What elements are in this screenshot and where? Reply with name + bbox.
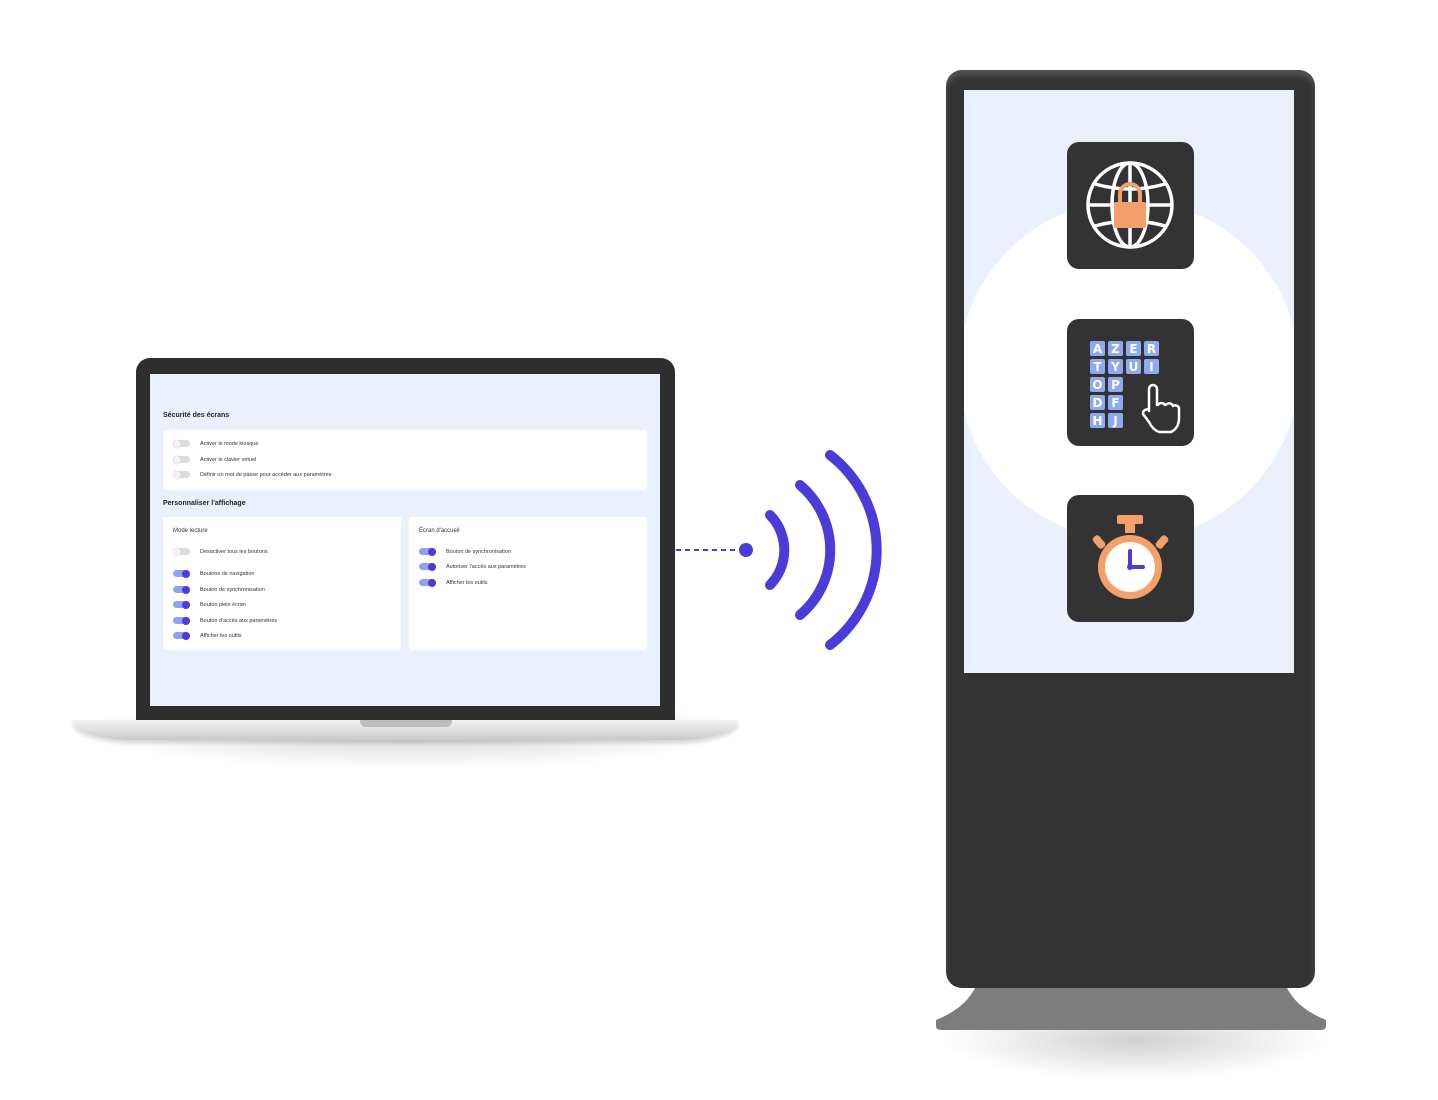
- keyboard-key: O: [1090, 377, 1105, 392]
- keyboard-key-label: H: [1092, 414, 1102, 428]
- keyboard-key: P: [1108, 377, 1123, 392]
- virtual-keyboard-toggle[interactable]: [173, 455, 190, 464]
- virtual-keyboard-label: Activer le clavier virtuel: [200, 456, 257, 463]
- stopwatch-tile[interactable]: [1067, 495, 1194, 622]
- sync-button-toggle[interactable]: [173, 585, 190, 594]
- home-show-tools-label: Afficher les outils: [446, 579, 488, 586]
- security-section-title: Sécurité des écrans: [163, 412, 230, 419]
- toggle-row-virtual-keyboard[interactable]: Activer le clavier virtuel: [173, 455, 257, 464]
- keyboard-key: J: [1108, 413, 1123, 428]
- settings-password-toggle[interactable]: [173, 470, 190, 479]
- keyboard-key: D: [1090, 395, 1105, 410]
- keyboard-key: H: [1090, 413, 1105, 428]
- fullscreen-button-toggle[interactable]: [173, 600, 190, 609]
- toggle-row-sync-button[interactable]: Bouton de synchronisation: [173, 585, 265, 594]
- keyboard-key-label: E: [1129, 342, 1137, 356]
- toggle-row-navigation-buttons[interactable]: Boutons de navigation: [173, 569, 255, 578]
- navigation-buttons-label: Boutons de navigation: [200, 570, 255, 577]
- allow-settings-access-toggle[interactable]: [419, 562, 436, 571]
- keyboard-key: T: [1090, 359, 1105, 374]
- keyboard-key-label: U: [1129, 360, 1139, 374]
- keyboard-key-label: R: [1147, 342, 1156, 356]
- toggle-row-fullscreen-button[interactable]: Bouton plein écran: [173, 600, 246, 609]
- signal-arc-large: [825, 450, 882, 650]
- toggle-row-show-tools[interactable]: Afficher les outils: [173, 631, 242, 640]
- disable-all-toggle[interactable]: [173, 547, 190, 556]
- keyboard-key-label: A: [1093, 342, 1103, 356]
- keyboard-key-label: Z: [1111, 342, 1120, 356]
- toggle-row-home-show-tools[interactable]: Afficher les outils: [419, 578, 488, 587]
- toggle-row-kiosk-mode[interactable]: Activer le mode kiosque: [173, 439, 259, 448]
- kiosk-foot: [936, 986, 1326, 1030]
- toggle-row-disable-all[interactable]: Désactiver tous les boutons: [173, 547, 268, 556]
- keyboard-key: U: [1126, 359, 1141, 374]
- keyboard-key-label: J: [1112, 414, 1117, 428]
- fullscreen-button-label: Bouton plein écran: [200, 601, 246, 608]
- show-tools-toggle[interactable]: [173, 631, 190, 640]
- pointing-hand-icon: [1141, 383, 1181, 434]
- toggle-row-settings-password[interactable]: Définir un mot de passe pour accéder aux…: [173, 470, 332, 479]
- sync-button-label: Bouton de synchronisation: [200, 586, 265, 593]
- wireless-signal-icon: [676, 450, 882, 650]
- keyboard-key: A: [1090, 341, 1105, 356]
- globe-lock-icon: [1086, 161, 1174, 249]
- disable-all-label: Désactiver tous les boutons: [200, 548, 268, 555]
- keyboard-key-label: D: [1093, 396, 1103, 410]
- globe-lock-tile[interactable]: [1067, 142, 1194, 269]
- signal-arc-medium: [795, 480, 836, 620]
- signal-arc-small: [765, 510, 790, 590]
- keyboard-key-label: O: [1092, 378, 1102, 392]
- keyboard-key-label: P: [1111, 378, 1120, 392]
- home-sync-button-label: Bouton de synchronisation: [446, 548, 511, 555]
- settings-access-button-toggle[interactable]: [173, 616, 190, 625]
- home-show-tools-toggle[interactable]: [419, 578, 436, 587]
- keyboard-key-label: I: [1149, 360, 1153, 374]
- laptop-screen: Sécurité des écrans Activer le mode kios…: [150, 374, 660, 706]
- keyboard-key: Y: [1108, 359, 1123, 374]
- laptop-base: [72, 720, 739, 740]
- keyboard-key: I: [1144, 359, 1159, 374]
- home-screen-title: Écran d'accueil: [419, 528, 460, 534]
- laptop-notch: [360, 720, 452, 727]
- keyboard-key-label: F: [1111, 396, 1119, 410]
- keyboard-key: R: [1144, 341, 1159, 356]
- security-card: Activer le mode kiosque Activer le clavi…: [163, 430, 647, 490]
- connection-dot: [739, 543, 753, 557]
- show-tools-label: Afficher les outils: [200, 632, 242, 639]
- kiosk-mode-label: Activer le mode kiosque: [200, 440, 259, 447]
- keyboard-key: F: [1108, 395, 1123, 410]
- toggle-row-home-sync-button[interactable]: Bouton de synchronisation: [419, 547, 511, 556]
- display-section-title: Personnaliser l'affichage: [163, 500, 246, 507]
- settings-access-button-label: Bouton d'accès aux paramètres: [200, 617, 278, 624]
- reading-mode-card: Mode lecture Désactiver tous les boutons…: [163, 517, 401, 650]
- toggle-row-settings-access-button[interactable]: Bouton d'accès aux paramètres: [173, 616, 278, 625]
- keyboard-key: E: [1126, 341, 1141, 356]
- navigation-buttons-toggle[interactable]: [173, 569, 190, 578]
- allow-settings-access-label: Autoriser l'accès aux paramètres: [446, 563, 526, 570]
- home-screen-card: Écran d'accueil Bouton de synchronisatio…: [409, 517, 647, 650]
- reading-mode-title: Mode lecture: [173, 528, 208, 534]
- kiosk-mode-toggle[interactable]: [173, 439, 190, 448]
- keyboard-key-label: Y: [1110, 360, 1120, 374]
- keyboard-key-label: T: [1093, 360, 1102, 374]
- toggle-row-allow-settings-access[interactable]: Autoriser l'accès aux paramètres: [419, 562, 526, 571]
- settings-password-label: Définir un mot de passe pour accéder aux…: [200, 471, 332, 478]
- home-sync-button-toggle[interactable]: [419, 547, 436, 556]
- keyboard-key: Z: [1108, 341, 1123, 356]
- stopwatch-icon: [1092, 515, 1169, 599]
